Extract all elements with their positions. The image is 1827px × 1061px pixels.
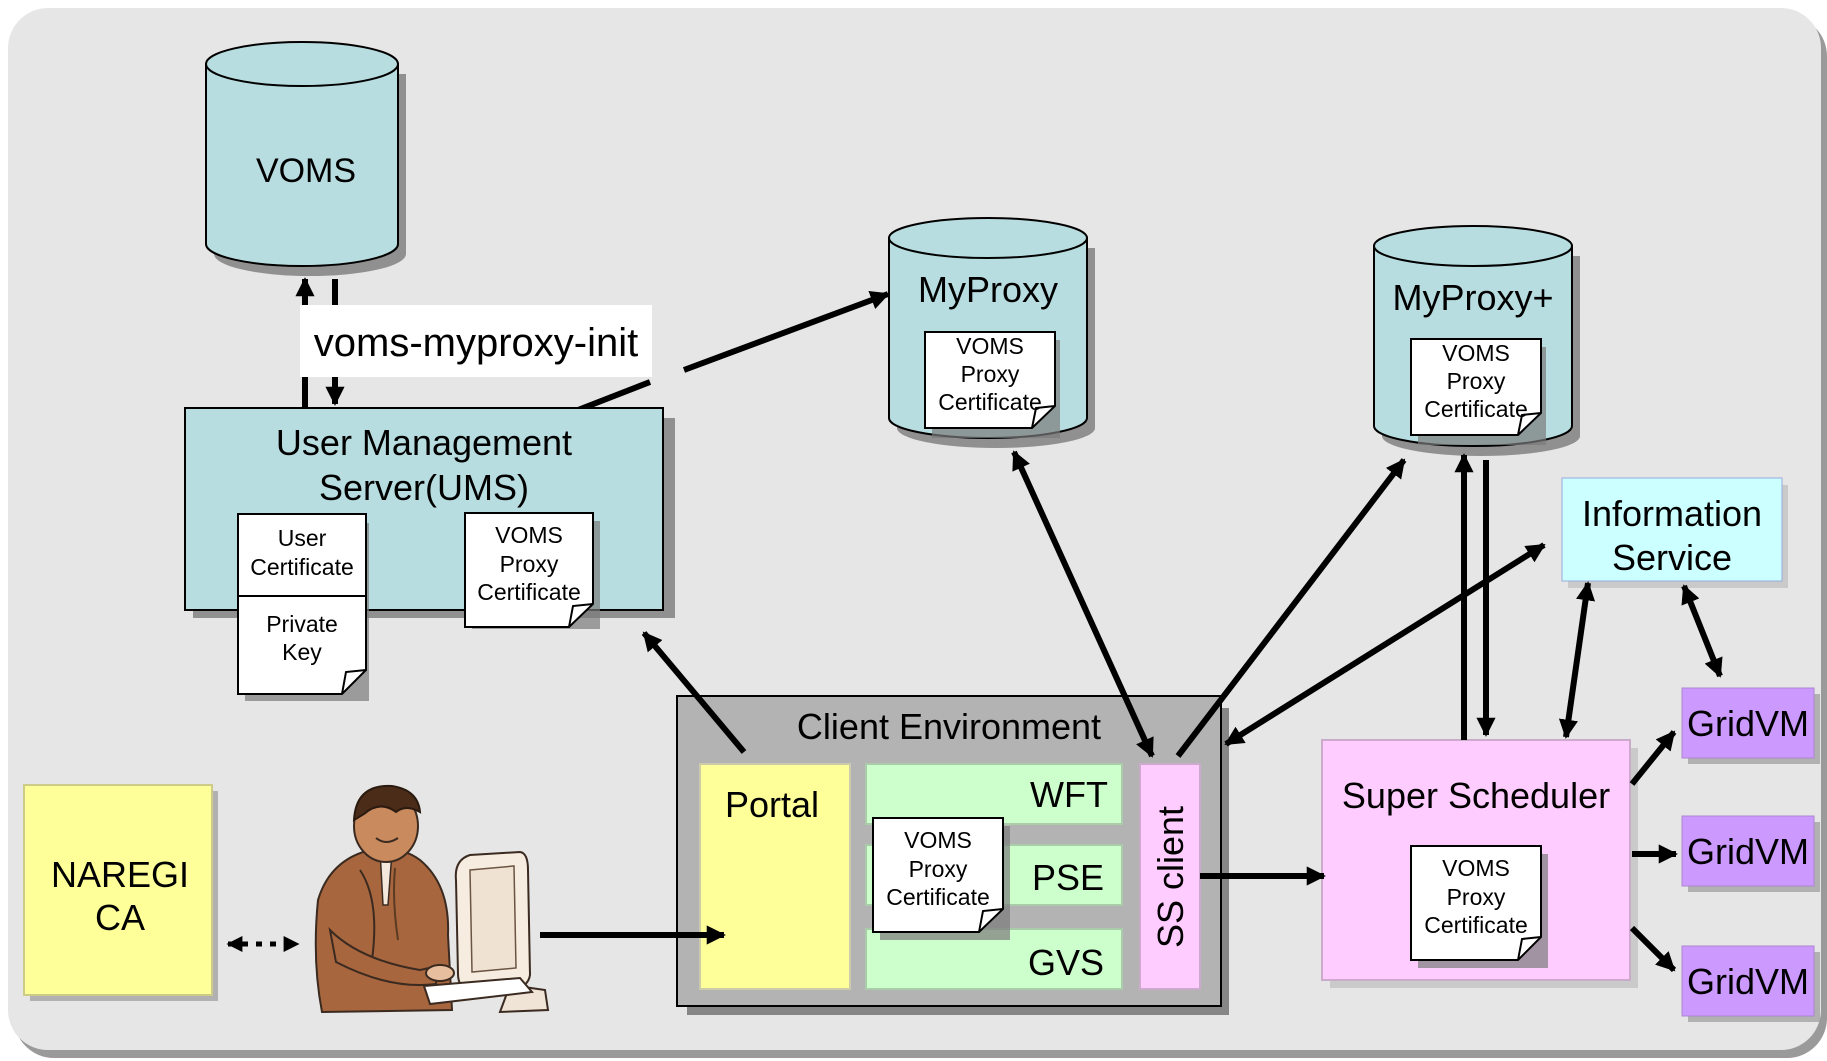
info-gridvm-arrow [1681,584,1723,678]
user-cert-line2: Certificate [250,554,354,580]
gridvm-1-label: GridVM [1687,703,1809,744]
wft-label: WFT [1030,774,1108,815]
ums-title-line1: User Management [276,422,572,463]
voms-label: VOMS [256,152,356,190]
private-key-line2: Key [282,639,322,665]
myproxy-database: MyProxy VOMS Proxy Certificate [888,217,1095,448]
information-service: Information Service [1561,477,1788,588]
private-key-line1: Private [266,611,338,637]
info-ssclient-arrow [1224,542,1546,747]
client-env-title: Client Environment [797,706,1101,747]
myproxy-doc-line2: Proxy [961,361,1020,387]
user-certificate-doc: User Certificate Private Key [237,513,369,701]
info-service-line1: Information [1582,493,1762,534]
gridvm-1: GridVM [1681,687,1820,764]
myproxy-plus-database: MyProxy+ VOMS Proxy Certificate [1373,225,1580,456]
naregi-ca: NAREGI CA [23,784,218,1001]
portal-label: Portal [725,784,819,825]
portal-to-ums-arrow [641,631,747,754]
scheduler-to-gridvm3-arrow [1629,925,1677,973]
gridvm-3-label: GridVM [1687,961,1809,1002]
gridvm-2: GridVM [1681,815,1820,892]
command-arrow-tail [576,379,652,413]
ss-client-label: SS client [1150,806,1191,948]
command-label-box [300,305,652,377]
wft-box: WFT [865,763,1123,825]
ss-proxy-line1: VOMS [1442,855,1510,881]
ss-proxy-line2: Proxy [1447,884,1506,910]
myproxy-doc-line1: VOMS [956,333,1024,359]
ums-proxy-line3: Certificate [477,579,581,605]
scheduler-info-arrow [1558,581,1596,739]
voms-database: VOMS [205,41,406,276]
client-proxy-certificate-doc: VOMS Proxy Certificate [872,817,1010,940]
naregi-line1: NAREGI [51,854,189,895]
super-scheduler-label: Super Scheduler [1342,775,1610,816]
gvs-label: GVS [1028,942,1104,983]
myproxy-plus-doc-line1: VOMS [1442,340,1510,366]
myproxy-plus-doc-line2: Proxy [1447,368,1506,394]
client-proxy-line2: Proxy [909,856,968,882]
ss-proxy-line3: Certificate [1424,912,1528,938]
myproxy-doc-line3: Certificate [938,389,1042,415]
gridvm-2-label: GridVM [1687,831,1809,872]
myproxy-label: MyProxy [918,269,1058,310]
ums-proxy-line1: VOMS [495,522,563,548]
client-proxy-line3: Certificate [886,884,990,910]
myproxy-plus-label: MyProxy+ [1392,277,1553,318]
info-service-line2: Service [1612,537,1732,578]
user-cert-line1: User [278,525,327,551]
ums-title-line2: Server(UMS) [319,467,529,508]
portal-box: Portal [699,763,851,990]
naregi-line2: CA [95,897,145,938]
command-label: voms-myproxy-init [314,321,638,365]
ums-proxy-line2: Proxy [500,551,559,577]
pse-label: PSE [1032,857,1104,898]
gridvm-3: GridVM [1681,945,1820,1022]
myproxy-plus-doc-line3: Certificate [1424,396,1528,422]
ss-client-box: SS client [1139,763,1201,990]
super-scheduler: Super Scheduler VOMS Proxy Certificate [1321,739,1638,988]
scheduler-to-gridvm1-arrow [1629,730,1677,786]
client-proxy-line1: VOMS [904,827,972,853]
user-at-computer-icon [314,784,550,1014]
myproxy-ssclient-arrow [1011,450,1155,758]
ums-proxy-certificate-doc: VOMS Proxy Certificate [464,512,600,629]
ums-to-myproxy-arrow [682,291,890,373]
